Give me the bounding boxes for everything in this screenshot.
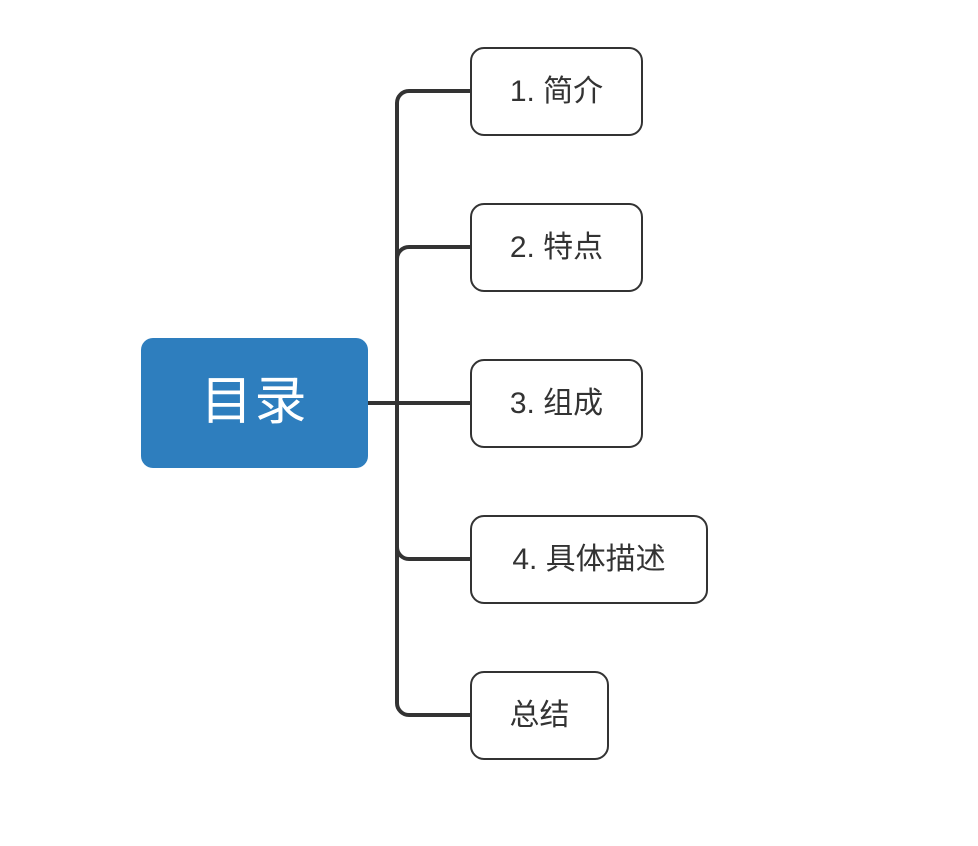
- branch-node-1[interactable]: 1. 简介: [470, 47, 643, 136]
- branch-node-2[interactable]: 2. 特点: [470, 203, 643, 292]
- connector-branch-4: [395, 546, 470, 561]
- connector-branch-2: [395, 245, 470, 260]
- branch-node-3[interactable]: 3. 组成: [470, 359, 643, 448]
- branch-node-2-label: 2. 特点: [509, 231, 604, 264]
- root-node[interactable]: 目录: [141, 338, 368, 468]
- branch-node-4[interactable]: 4. 具体描述: [470, 515, 708, 604]
- branch-node-5-label: 总结: [509, 699, 570, 732]
- branch-node-1-label: 1. 简介: [509, 75, 604, 108]
- branch-node-3-label: 3. 组成: [509, 387, 604, 420]
- connector-branch-1: [395, 89, 470, 104]
- connector-branch-5: [395, 702, 470, 717]
- branch-node-5[interactable]: 总结: [470, 671, 609, 760]
- branch-node-4-label: 4. 具体描述: [512, 543, 666, 576]
- root-node-label: 目录: [200, 373, 309, 432]
